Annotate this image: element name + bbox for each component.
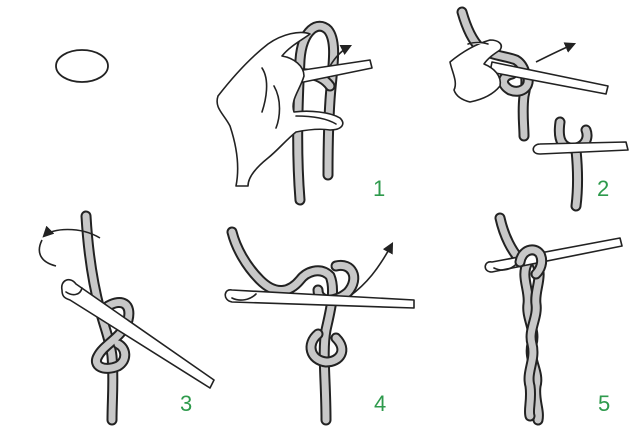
crochet-hook-icon [224,289,415,309]
step-number-1: 1 [373,176,386,201]
top-loop-icon [514,244,548,280]
starting-loop-oval [55,49,109,83]
direction-arrow-icon [329,44,353,67]
chain-stitches-icon [519,256,545,426]
direction-arrow-icon [38,225,101,267]
step-4-illustration [224,226,415,426]
hand-icon [449,39,503,103]
yarn-strand-icon [80,210,135,426]
crochet-hook-icon [60,278,215,389]
step-number-3: 3 [180,391,193,416]
direction-arrow-icon [349,242,394,297]
step-number-4: 4 [374,391,387,416]
yarn-strand-icon [456,6,534,142]
step-1-illustration [216,20,373,206]
step-2-illustration [449,6,629,212]
loop-on-hook-inset [532,116,629,212]
yarn-strand-icon [226,226,360,426]
step-5-illustration [484,212,623,426]
step-number-2: 2 [597,176,610,201]
step-number-5: 5 [598,391,611,416]
step-3-illustration [38,210,215,426]
hand-icon [216,31,344,187]
direction-arrow-icon [535,42,577,63]
